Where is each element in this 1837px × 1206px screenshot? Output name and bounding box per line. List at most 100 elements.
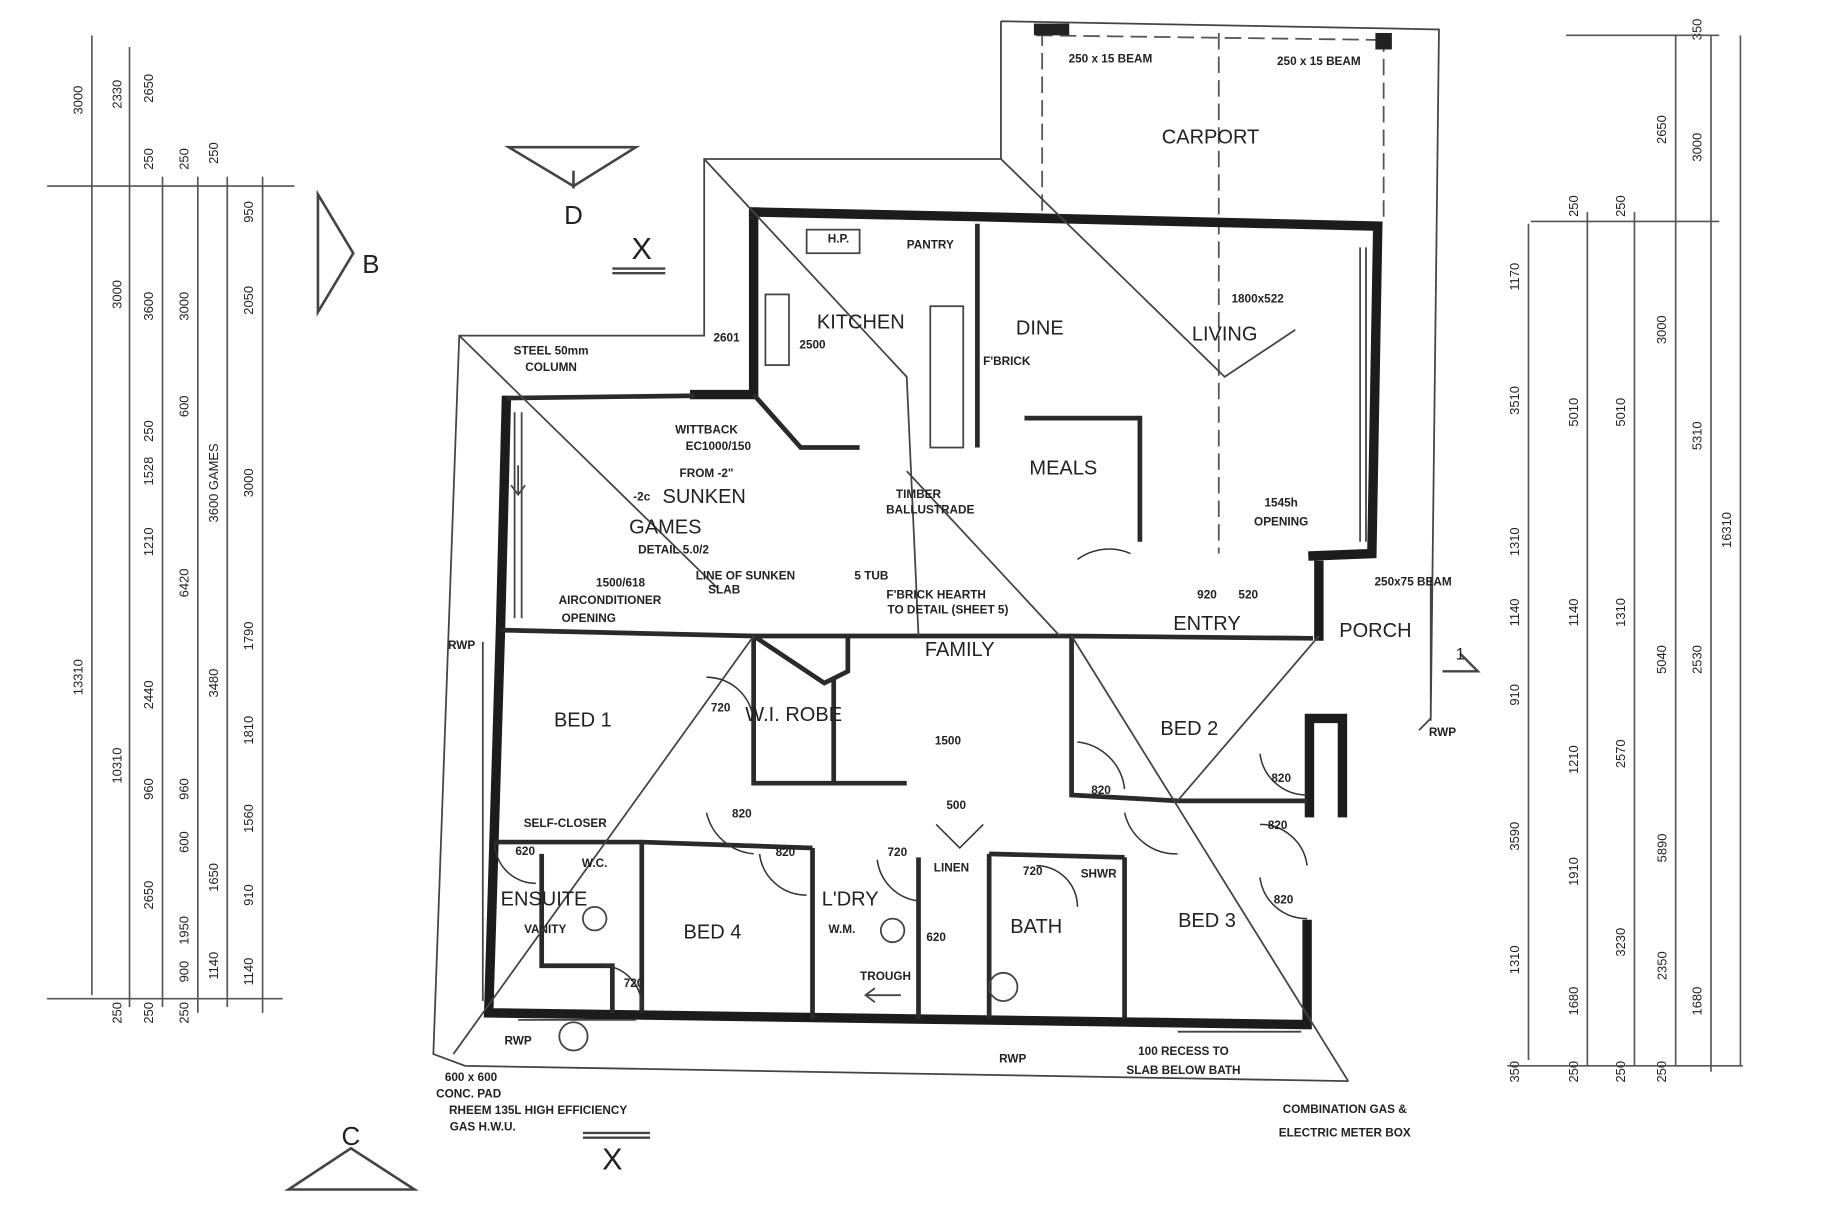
dimension-label: 2650 <box>1654 115 1669 144</box>
dimension-label: 250 <box>176 148 191 170</box>
basin <box>988 971 1019 1002</box>
dimension-label: 600 <box>176 831 191 853</box>
dimension-label: 250 <box>141 148 156 170</box>
room-label: ENSUITE <box>501 889 588 911</box>
section-d-arrow <box>504 145 641 189</box>
section-marker-label: D <box>564 202 583 230</box>
dimension-label: 5010 <box>1566 398 1581 427</box>
dimension-label: 2650 <box>141 74 156 103</box>
section-marker-label: X <box>602 1142 622 1176</box>
annotation: 100 RECESS TO <box>1138 1045 1229 1058</box>
dimension-label: 1210 <box>141 527 156 556</box>
kitchen-cupboards <box>929 305 965 449</box>
door-width-label: 720 <box>624 977 644 990</box>
section-markers <box>284 145 1481 1191</box>
annotation: 2500 <box>799 339 826 352</box>
annotation: SELF-CLOSER <box>524 817 608 830</box>
dimension-label: 2350 <box>1654 951 1669 980</box>
door-width-label: 520 <box>1238 588 1258 601</box>
annotation: RWP <box>1429 726 1456 739</box>
dimension-label: 1140 <box>1507 599 1522 627</box>
annotation: 1800x522 <box>1231 293 1284 306</box>
annotation: WITTBACK <box>675 423 738 436</box>
carport-post <box>1375 32 1392 50</box>
carport-post <box>1033 23 1070 36</box>
door-width-label: 720 <box>887 846 907 859</box>
annotation: RWP <box>448 639 475 652</box>
room-label: L'DRY <box>822 889 879 911</box>
step-down-arrow <box>510 465 526 497</box>
dimension-label: 5010 <box>1613 398 1628 427</box>
dimension-label: 250 <box>206 142 221 164</box>
dimension-label: 1650 <box>206 863 221 892</box>
dimension-label: 900 <box>176 961 191 983</box>
dimension-label: 1950 <box>176 916 191 945</box>
room-label: DINE <box>1016 317 1064 339</box>
dimension-label: 3000 <box>109 280 124 309</box>
annotation: SLAB BELOW BATH <box>1126 1064 1240 1077</box>
dimension-label: 3000 <box>1690 133 1705 162</box>
room-label: CARPORT <box>1162 127 1259 149</box>
room-label: ENTRY <box>1173 613 1240 635</box>
dimension-label: 250 <box>109 1002 124 1024</box>
dimension-label: 1810 <box>241 716 256 745</box>
door-width-label: 820 <box>1274 893 1294 906</box>
annotation: OPENING <box>562 612 616 625</box>
kitchen-bench <box>764 293 790 366</box>
section-x-bar <box>582 267 666 1139</box>
annotation: 1500/618 <box>596 577 646 590</box>
annotation: COMBINATION GAS & <box>1283 1103 1407 1116</box>
dimension-label: 3510 <box>1507 386 1522 415</box>
section-1-arrow <box>1442 652 1481 673</box>
door-width-label: 820 <box>1271 772 1291 785</box>
annotation: -2c <box>633 491 650 504</box>
vanity-basin <box>582 905 608 932</box>
door-width-label: 820 <box>776 846 796 859</box>
dimension-label: 1790 <box>241 622 256 651</box>
annotation: TIMBER <box>896 488 942 501</box>
annotation: 600 x 600 <box>445 1071 498 1084</box>
dimension-label: 250 <box>176 1002 191 1024</box>
dimension-strings: 3000133102330300010310250265025036002501… <box>47 19 1743 1083</box>
dimension-label: 1310 <box>1613 598 1628 627</box>
annotation: FROM -2" <box>680 467 734 480</box>
dimension-label: 3230 <box>1613 928 1628 957</box>
section-marker-label: B <box>362 251 379 279</box>
dimension-label: 13310 <box>70 659 85 695</box>
door-width-label: 820 <box>732 807 752 820</box>
dimension-label: 5040 <box>1654 645 1669 674</box>
annotation: DETAIL 5.0/2 <box>638 544 709 557</box>
dimension-label: 960 <box>176 778 191 800</box>
room-label: FAMILY <box>925 639 995 661</box>
room-label: BED 2 <box>1160 718 1218 740</box>
dimension-label: 1140 <box>241 958 256 986</box>
dimension-label: 3480 <box>206 669 221 698</box>
laundry-arrow <box>864 987 901 1003</box>
dimension-label: 250 <box>1613 1061 1628 1083</box>
annotation: 2601 <box>713 332 740 345</box>
dimension-label: 2050 <box>241 286 256 315</box>
hot-plate <box>805 228 861 255</box>
room-label: W.I. ROBE <box>745 704 842 726</box>
dimension-label: 250 <box>141 1002 156 1024</box>
annotation: STEEL 50mm <box>514 344 589 357</box>
annotation: 5 TUB <box>854 569 888 582</box>
annotation: EC1000/150 <box>686 440 752 453</box>
room-label: PORCH <box>1339 620 1411 642</box>
dimension-label: 3000 <box>176 292 191 321</box>
annotation: CONC. PAD <box>436 1088 501 1101</box>
door-width-label: 720 <box>1023 865 1043 878</box>
room-label: LIVING <box>1192 323 1258 345</box>
annotation: COLUMN <box>525 361 577 374</box>
section-marker-label: 1 <box>1456 646 1465 664</box>
dimension-label: 3000 <box>1654 315 1669 344</box>
dimension-label: 5310 <box>1690 421 1705 450</box>
dimension-label: 910 <box>241 884 256 906</box>
dimension-label: 2440 <box>141 680 156 709</box>
roof-hip-lines <box>452 158 1350 1082</box>
annotation: AIRCONDITIONER <box>559 594 662 607</box>
dimension-label: 1680 <box>1690 987 1705 1016</box>
room-label: KITCHEN <box>817 312 905 334</box>
section-marker-label: X <box>632 232 652 266</box>
